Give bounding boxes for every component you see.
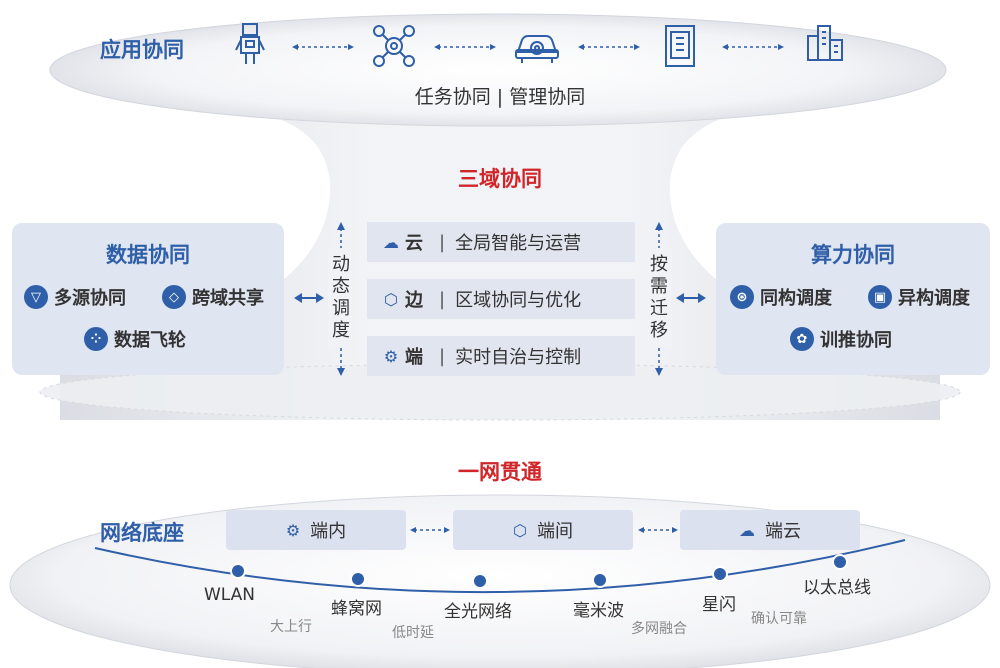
chip-square-icon: ▣ xyxy=(868,285,892,309)
layer-desc: 区域协同与优化 xyxy=(455,290,582,311)
buildings-icon xyxy=(804,22,846,66)
inter-device-box: ⬡ 端间 xyxy=(453,510,633,550)
robot-icon xyxy=(230,22,270,74)
feature-train-infer: ✿ 训推协同 xyxy=(790,326,892,352)
feature-cross-domain: ◇ 跨域共享 xyxy=(162,284,264,310)
compute-panel-title: 算力协同 xyxy=(811,243,895,267)
one-network-title: 一网贯通 xyxy=(458,460,542,484)
node-label-cellular: 蜂窝网 xyxy=(331,599,382,619)
feature-reliable: 确认可靠 xyxy=(751,611,807,627)
layer-key: 云 xyxy=(405,233,423,254)
box-label: 端云 xyxy=(765,521,801,542)
funnel-icon: ▽ xyxy=(24,285,48,309)
data-panel-title: 数据协同 xyxy=(106,243,190,267)
feature-homogeneous: ⊛ 同构调度 xyxy=(730,284,832,310)
feature-label: 数据飞轮 xyxy=(114,330,186,351)
intra-device-box: ⚙ 端内 xyxy=(226,510,406,550)
cloud-layer-box: ☁ 云 | 全局智能与运营 xyxy=(367,222,635,262)
node-dot-cellular xyxy=(350,571,366,587)
hub-icon: ⊛ xyxy=(730,285,754,309)
layer-key: 端 xyxy=(405,347,423,368)
feature-multi-network: 多网融合 xyxy=(631,621,687,637)
chip-icon: ⚙ xyxy=(285,520,301,540)
feature-label: 跨域共享 xyxy=(192,288,264,309)
node-label-mmwave: 毫米波 xyxy=(573,601,624,621)
box-label: 端间 xyxy=(536,521,573,542)
feature-data-flywheel: ⁘ 数据飞轮 xyxy=(84,326,186,352)
feature-heterogeneous: ▣ 异构调度 xyxy=(868,284,970,310)
node-dot-optical xyxy=(472,573,488,589)
feature-low-latency: 低时延 xyxy=(392,625,434,641)
dynamic-scheduling-label: 动态调度 xyxy=(332,254,350,341)
app-layer-title: 应用协同 xyxy=(100,38,184,62)
compute-collaboration-panel: 算力协同 ⊛ 同构调度 ▣ 异构调度 ✿ 训推协同 xyxy=(716,223,990,375)
layer-desc: 全局智能与运营 xyxy=(455,233,582,254)
node-dot-mmwave xyxy=(592,572,608,588)
chip-icon: ⚙ xyxy=(383,346,399,366)
cloud-icon: ☁ xyxy=(739,520,755,540)
car-icon xyxy=(514,26,560,70)
cloud-icon: ☁ xyxy=(383,232,399,252)
three-domain-title: 三域协同 xyxy=(458,167,542,191)
layer-desc: 实时自治与控制 xyxy=(455,347,582,368)
node-label-optical: 全光网络 xyxy=(444,602,512,622)
on-demand-migration-label: 按需迁移 xyxy=(650,254,668,341)
device-layer-box: ⚙ 端 | 实时自治与控制 xyxy=(367,336,635,376)
node-dot-sparklink xyxy=(712,566,728,582)
edge-cube-icon: ⬡ xyxy=(513,520,527,540)
node-label-ethernet: 以太总线 xyxy=(803,578,871,598)
device-cloud-box: ☁ 端云 xyxy=(680,510,860,550)
tablet-icon xyxy=(664,24,696,72)
app-layer-subtitle: 任务协同 | 管理协同 xyxy=(414,86,586,108)
edge-layer-box: ⬡ 边 | 区域协同与优化 xyxy=(367,279,635,319)
edge-cube-icon: ⬡ xyxy=(384,289,398,309)
feature-high-uplink: 大上行 xyxy=(270,619,312,635)
layer-separator: | xyxy=(439,288,446,310)
layer-key: 边 xyxy=(405,290,423,311)
node-label-wlan: WLAN xyxy=(204,585,256,605)
brain-icon: ✿ xyxy=(790,327,814,351)
feature-label: 多源协同 xyxy=(54,288,126,309)
share-diamond-icon: ◇ xyxy=(162,285,186,309)
data-collaboration-panel: 数据协同 ▽ 多源协同 ◇ 跨域共享 ⁘ 数据飞轮 xyxy=(12,223,284,375)
node-label-sparklink: 星闪 xyxy=(702,595,736,615)
layer-separator: | xyxy=(439,345,446,367)
box-label: 端内 xyxy=(310,521,347,542)
layer-separator: | xyxy=(439,231,446,253)
drone-icon xyxy=(372,24,416,72)
feature-multi-source: ▽ 多源协同 xyxy=(24,284,126,310)
flywheel-icon: ⁘ xyxy=(84,327,108,351)
feature-label: 同构调度 xyxy=(760,288,832,309)
node-dot-ethernet xyxy=(832,554,848,570)
network-base-title: 网络底座 xyxy=(100,521,184,545)
feature-label: 训推协同 xyxy=(820,330,892,351)
feature-label: 异构调度 xyxy=(898,288,970,309)
node-dot-wlan xyxy=(230,563,246,579)
